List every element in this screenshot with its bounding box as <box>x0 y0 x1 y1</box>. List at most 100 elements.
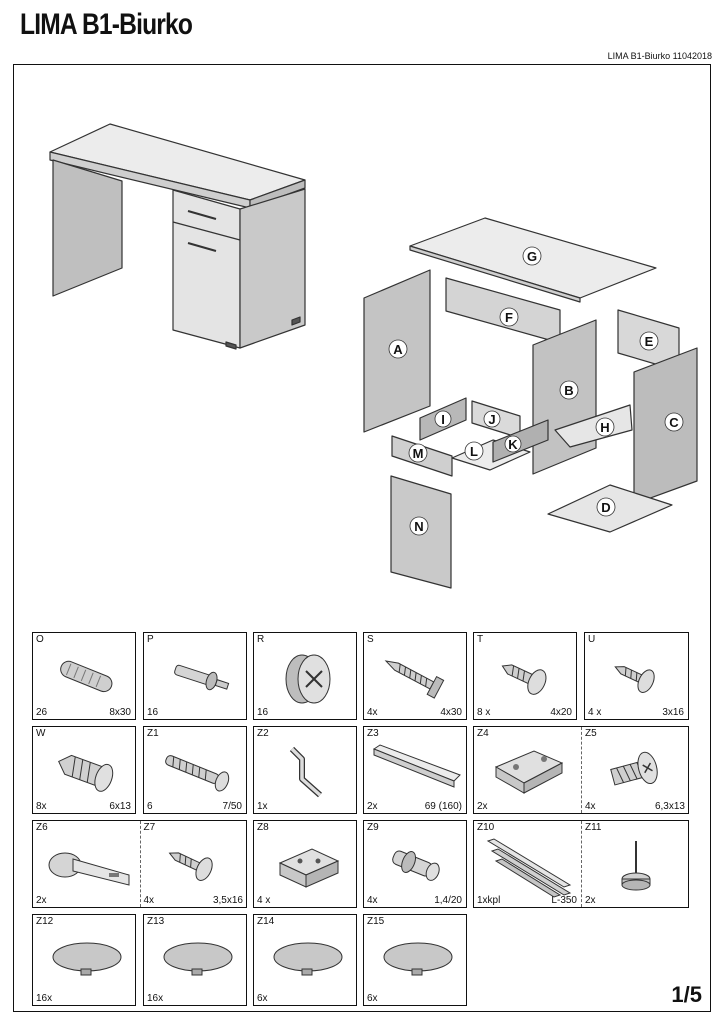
hardware-cell-U: U 4 x 3x16 <box>584 632 689 720</box>
part-label: R <box>257 634 265 645</box>
part-size: 1,4/20 <box>434 895 462 906</box>
part-qty: 1xkpl <box>477 895 501 906</box>
furniture-foot-icon <box>163 942 233 976</box>
part-size: 4x30 <box>440 707 462 718</box>
hardware-cell-Z2: Z2 1x <box>253 726 357 814</box>
part-qty: 16x <box>36 993 53 1004</box>
part-label: Z3 <box>367 728 379 739</box>
small-screw-icon <box>168 852 213 881</box>
hardware-cell-T: T 8 x 4x20 <box>473 632 577 720</box>
part-qty: 6 <box>147 801 153 812</box>
part-size: L-350 <box>551 895 577 906</box>
page-number: 1/5 <box>671 982 702 1007</box>
screw-icon <box>614 666 655 693</box>
part-qty: 16 <box>147 707 159 718</box>
part-size: 7/50 <box>222 801 242 812</box>
hardware-cell-Z7: Z7 4x 3,5x16 <box>139 821 248 907</box>
hardware-cell-Z5: Z5 4x 6,3x13 <box>581 727 689 813</box>
wood-screw-icon <box>384 660 445 699</box>
part-qty: 8 x <box>477 707 491 718</box>
part-qty: 26 <box>36 707 48 718</box>
part-size: 69 (160) <box>424 801 462 812</box>
part-label: Z6 <box>36 822 48 833</box>
part-label: Z8 <box>257 822 269 833</box>
panel-label-N: N <box>414 519 423 534</box>
furniture-foot-icon <box>273 942 343 976</box>
panel-label-M: M <box>413 446 424 461</box>
part-label: Z1 <box>147 728 159 739</box>
euro-screw-icon <box>610 751 658 786</box>
panel-label-F: F <box>505 310 513 325</box>
part-qty: 2x <box>477 801 488 812</box>
part-label: Z4 <box>477 728 489 739</box>
panel-label-J: J <box>488 412 495 427</box>
hardware-cell-Z10-Z11: Z10 1xkpl L-350 Z11 2x <box>473 820 689 908</box>
screw-icon <box>501 664 547 695</box>
part-qty: 4x <box>585 801 596 812</box>
panel-label-H: H <box>600 420 609 435</box>
hardware-cell-Z6-Z7: Z6 2x Z7 4x 3,5x16 <box>32 820 247 908</box>
document-code: LIMA B1-Biurko 11042018 <box>607 51 712 61</box>
part-qty: 1x <box>257 801 268 812</box>
panel-label-K: K <box>508 437 518 452</box>
furniture-foot-icon <box>52 942 122 976</box>
hinge-plate-icon <box>494 750 564 794</box>
hardware-cell-Z4: Z4 2x <box>474 727 581 813</box>
hex-key-icon <box>289 746 322 798</box>
panel-label-C: C <box>669 415 679 430</box>
part-label: Z15 <box>367 916 385 927</box>
cam-lock-icon <box>285 654 331 704</box>
part-label: S <box>367 634 374 645</box>
part-qty: 4x <box>143 895 155 906</box>
part-size: 3,5x16 <box>212 895 243 906</box>
hardware-cell-P: P 16 <box>143 632 247 720</box>
part-label: Z11 <box>585 822 602 833</box>
panel-label-D: D <box>601 500 610 515</box>
panel-H <box>554 404 633 448</box>
drywall-anchor-icon <box>58 754 114 792</box>
hardware-cell-R: R 16 <box>253 632 357 720</box>
part-qty: 4x <box>367 895 378 906</box>
hardware-cell-Z1: Z1 6 7/50 <box>143 726 247 814</box>
part-qty: 2x <box>36 895 47 906</box>
block-icon <box>278 848 340 888</box>
panel-label-G: G <box>527 249 537 264</box>
desk-left-leg <box>52 159 123 297</box>
part-label: Z9 <box>367 822 379 833</box>
part-label: Z10 <box>477 822 495 833</box>
part-qty: 4 x <box>588 707 602 718</box>
hardware-cell-Z4-Z5: Z4 2x Z5 4x 6,3x13 <box>473 726 689 814</box>
hardware-cell-Z10: Z10 1xkpl L-350 <box>474 821 581 907</box>
hardware-cell-O: O 26 8x30 <box>32 632 136 720</box>
furniture-glide-icon <box>621 841 651 891</box>
part-size: 8x30 <box>109 707 131 718</box>
part-qty: 16 <box>257 707 269 718</box>
panel-label-L: L <box>470 444 478 459</box>
part-size: 6x13 <box>109 801 131 812</box>
part-size: 6,3x13 <box>654 801 685 812</box>
hardware-cell-S: S 4x 4x30 <box>363 632 467 720</box>
confirmat-screw-icon <box>165 755 230 792</box>
panel-label-B: B <box>564 383 573 398</box>
hardware-cell-Z12: Z12 16x <box>32 914 136 1006</box>
part-label: Z13 <box>147 916 165 927</box>
part-label: W <box>36 728 46 739</box>
part-label: P <box>147 634 154 645</box>
hardware-cell-Z13: Z13 16x <box>143 914 247 1006</box>
hardware-cell-W: W 8x 6x13 <box>32 726 136 814</box>
furniture-illustration: G F A E B C I J K H M L D N <box>49 123 698 589</box>
furniture-foot-icon <box>383 942 453 976</box>
part-label: O <box>36 634 44 645</box>
part-qty: 4x <box>367 707 378 718</box>
panel-label-I: I <box>441 412 445 427</box>
hardware-cell-Z15: Z15 6x <box>363 914 467 1006</box>
panel-label-A: A <box>393 342 403 357</box>
part-label: Z2 <box>257 728 269 739</box>
hardware-cell-Z9: Z9 4x 1,4/20 <box>363 820 467 908</box>
drawer-slide-icon <box>486 838 572 898</box>
part-label: Z7 <box>143 822 156 833</box>
rail-icon <box>372 744 461 788</box>
part-label: Z12 <box>36 916 54 927</box>
part-label: T <box>477 634 484 645</box>
part-qty: 6x <box>257 993 268 1004</box>
